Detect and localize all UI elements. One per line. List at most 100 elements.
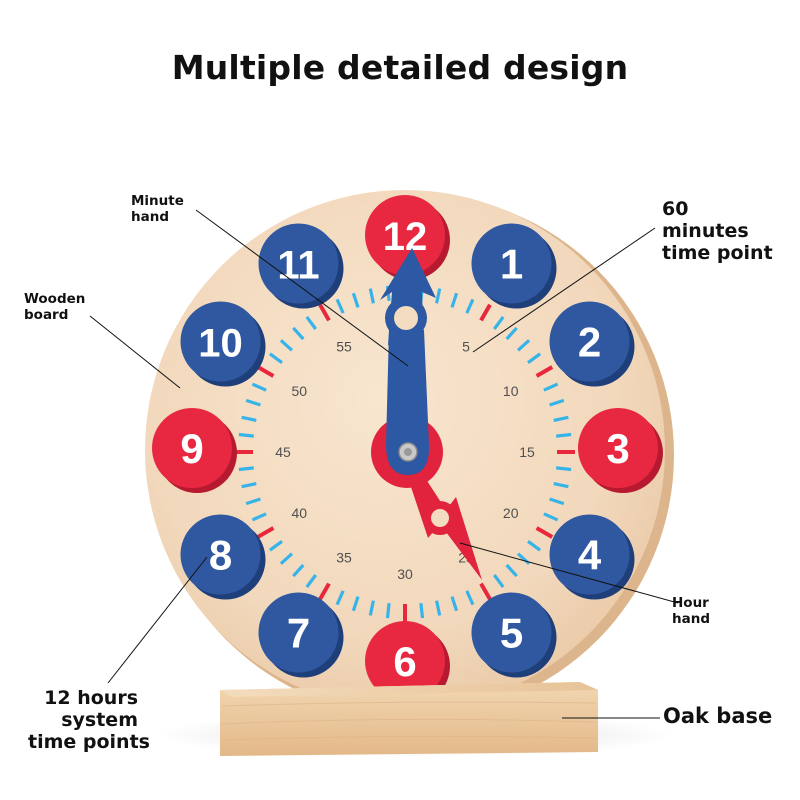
tick-minor — [292, 563, 305, 578]
tick-minor — [268, 540, 283, 552]
callout-minute-hand: Minute hand — [131, 193, 184, 225]
tick-minor — [553, 415, 569, 422]
tick-major — [256, 526, 275, 539]
hour-disc-label: 8 — [209, 532, 232, 579]
hour-disc-9: 9 — [152, 408, 237, 493]
minute-label: 10 — [503, 383, 519, 399]
tick-minor — [305, 574, 317, 589]
tick-minor — [465, 590, 475, 606]
hour-disc-label: 10 — [198, 322, 243, 366]
minute-label: 55 — [336, 338, 352, 354]
tick-minor — [465, 298, 475, 314]
hour-disc-5: 5 — [471, 592, 557, 678]
tick-major — [256, 365, 275, 378]
hour-disc-11: 11 — [258, 223, 344, 309]
tick-minor — [516, 552, 531, 565]
hour-disc-4: 4 — [549, 514, 635, 600]
tick-major — [318, 303, 331, 322]
tick-minor — [450, 596, 459, 612]
tick-minor — [505, 326, 518, 341]
tick-minor — [335, 590, 345, 606]
tick-minor — [556, 432, 572, 438]
callout-oak-base: Oak base — [663, 704, 773, 728]
tick-minor — [385, 603, 391, 619]
minute-label: 50 — [292, 383, 308, 399]
tick-minor — [335, 298, 345, 314]
hour-disc-label: 4 — [578, 532, 602, 579]
hour-disc-2: 2 — [549, 301, 635, 387]
tick-minor — [516, 339, 531, 352]
tick-minor — [245, 398, 261, 407]
leader-lines — [89, 209, 679, 719]
hour-disc-8: 8 — [180, 514, 266, 600]
tick-minor — [251, 512, 267, 522]
minute-label: 45 — [275, 444, 291, 460]
tick-minor — [241, 415, 257, 422]
hour-disc-label: 3 — [606, 425, 629, 472]
tick-major — [479, 303, 492, 322]
hour-disc-10: 10 — [180, 301, 266, 387]
callout-hour-hand: Hour hand — [672, 595, 710, 627]
minute-label: 15 — [519, 444, 535, 460]
tick-major — [479, 582, 492, 601]
tick-minor — [493, 574, 505, 589]
tick-minor — [368, 288, 375, 304]
tick-minor — [305, 315, 317, 330]
tick-minor — [279, 552, 294, 565]
tick-minor — [450, 292, 459, 308]
minute-label: 40 — [292, 505, 308, 521]
tick-minor — [292, 326, 305, 341]
tick-minor — [351, 292, 360, 308]
tick-minor — [419, 603, 425, 619]
tick-minor — [556, 466, 572, 472]
tick-minor — [351, 596, 360, 612]
callout-wooden-board: Wooden board — [24, 291, 86, 323]
tick-minor — [238, 432, 254, 438]
hour-disc-1: 1 — [471, 223, 557, 309]
tick-major — [535, 365, 554, 378]
tick-minor — [543, 512, 559, 522]
tick-minor — [549, 398, 565, 407]
hour-disc-6: 6 — [365, 621, 450, 706]
page-title: Multiple detailed design — [171, 48, 629, 87]
tick-minor — [241, 482, 257, 489]
hour-disc-label: 12 — [383, 215, 428, 259]
hour-disc-label: 1 — [500, 241, 523, 288]
tick-minor — [553, 482, 569, 489]
tick-minor — [251, 382, 267, 392]
hour-disc-label: 5 — [500, 610, 523, 657]
hour-disc-label: 9 — [180, 425, 203, 472]
tick-major — [318, 582, 331, 601]
hour-disc-7: 7 — [258, 592, 344, 678]
callout-hours-points: 12 hours system time points — [28, 687, 150, 753]
tick-minor — [505, 563, 518, 578]
callout-minutes-points: 60 minutes time point — [662, 198, 773, 264]
minute-label: 30 — [397, 566, 413, 582]
minute-label: 35 — [336, 550, 352, 566]
hour-disc-label: 11 — [277, 244, 319, 288]
tick-minor — [543, 382, 559, 392]
oak-base — [220, 682, 598, 756]
minute-labels: 60510152025303540455055 — [275, 322, 535, 582]
hour-disc-label: 2 — [578, 319, 601, 366]
tick-minor — [549, 497, 565, 506]
tick-minor — [245, 497, 261, 506]
tick-major — [535, 526, 554, 539]
hour-disc-label: 6 — [393, 638, 416, 685]
minute-hand — [380, 248, 436, 475]
tick-minor — [493, 315, 505, 330]
tick-minor — [435, 288, 442, 304]
minute-label: 20 — [503, 505, 519, 521]
minute-label: 5 — [462, 338, 470, 354]
tick-minor — [435, 600, 442, 616]
tick-minor — [238, 466, 254, 472]
tick-minor — [368, 600, 375, 616]
tick-minor — [527, 540, 542, 552]
tick-minor — [268, 352, 283, 364]
hour-disc-3: 3 — [578, 408, 663, 493]
hour-disc-12: 12 — [365, 195, 450, 280]
hour-disc-label: 7 — [287, 610, 310, 657]
